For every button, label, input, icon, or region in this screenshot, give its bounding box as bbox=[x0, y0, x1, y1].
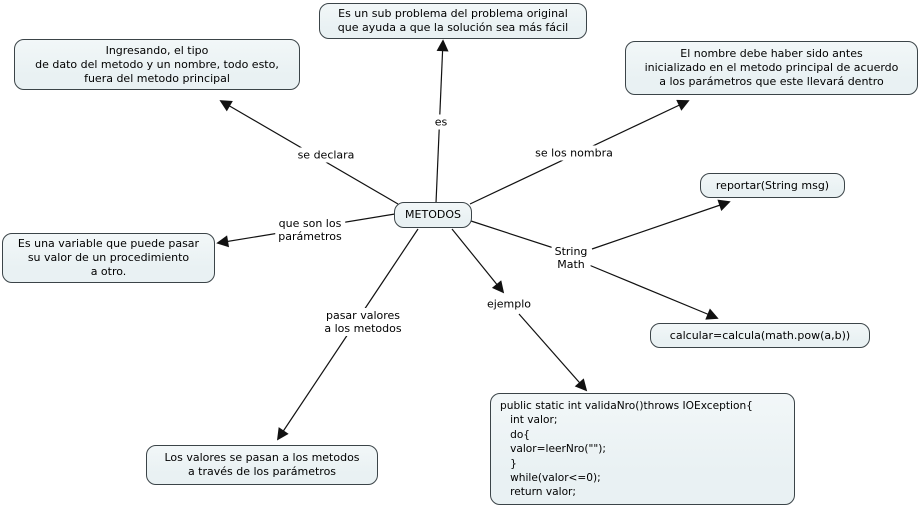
connector-string-math-stem bbox=[470, 220, 567, 253]
link-label-string-math[interactable]: String Math bbox=[551, 244, 591, 272]
link-label-pasar-valores[interactable]: pasar valores a los metodos bbox=[321, 308, 405, 336]
node-nombre-text: El nombre debe haber sido antes iniciali… bbox=[644, 47, 899, 88]
node-nombre[interactable]: El nombre debe haber sido antes iniciali… bbox=[625, 41, 918, 95]
connector-ejemplo-out bbox=[518, 313, 588, 392]
node-valores[interactable]: Los valores se pasan a los metodos a tra… bbox=[146, 445, 378, 485]
node-calcular[interactable]: calcular=calcula(math.pow(a,b)) bbox=[650, 323, 870, 348]
link-label-se-los-nombra[interactable]: se los nombra bbox=[532, 145, 616, 161]
connector-ejemplo-in bbox=[451, 228, 505, 294]
connector-math-to-calcular bbox=[588, 264, 719, 320]
node-declaracion-text: Ingresando, el tipo de dato del metodo y… bbox=[35, 43, 279, 85]
link-label-que-son-los-parametros[interactable]: que son los parámetros bbox=[275, 216, 345, 244]
node-declaracion[interactable]: Ingresando, el tipo de dato del metodo y… bbox=[14, 39, 300, 90]
node-variable[interactable]: Es una variable que puede pasar su valor… bbox=[2, 233, 215, 283]
node-metodos-text: METODOS bbox=[405, 208, 461, 221]
connector-string-to-reportar bbox=[591, 199, 731, 250]
node-metodos-center[interactable]: METODOS bbox=[394, 202, 472, 228]
node-subproblema-text: Es un sub problema del problema original… bbox=[337, 7, 569, 34]
node-variable-text: Es una variable que puede pasar su valor… bbox=[17, 237, 200, 278]
node-reportar-text: reportar(String msg) bbox=[715, 178, 830, 192]
link-label-ejemplo[interactable]: ejemplo bbox=[483, 296, 535, 312]
node-calcular-text: calcular=calcula(math.pow(a,b)) bbox=[669, 328, 851, 342]
node-codigo-ejemplo[interactable]: public static int validaNro()throws IOEx… bbox=[490, 393, 795, 505]
node-reportar[interactable]: reportar(String msg) bbox=[700, 173, 845, 198]
node-subproblema[interactable]: Es un sub problema del problema original… bbox=[319, 3, 587, 39]
node-valores-text: Los valores se pasan a los metodos a tra… bbox=[164, 451, 360, 478]
link-label-es[interactable]: es bbox=[431, 114, 451, 130]
node-codigo-text: public static int validaNro()throws IOEx… bbox=[500, 400, 753, 499]
link-label-se-declara[interactable]: se declara bbox=[294, 147, 358, 163]
